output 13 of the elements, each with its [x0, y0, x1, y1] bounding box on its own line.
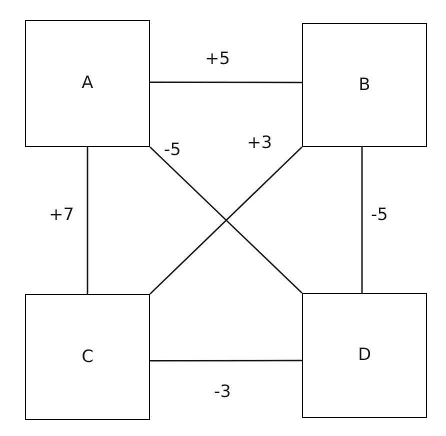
connector-line — [361, 147, 363, 293]
node-label: D — [358, 347, 372, 364]
connector-line — [150, 360, 302, 362]
edge-label: -5 — [163, 142, 182, 159]
connector-line — [86, 147, 88, 294]
node-label: A — [82, 75, 94, 92]
node-label: B — [358, 76, 370, 94]
node-box — [25, 294, 150, 420]
node-box — [25, 20, 150, 147]
node-box — [302, 293, 427, 418]
node-label: C — [82, 348, 94, 366]
connector-line — [150, 81, 302, 84]
node-box — [302, 23, 427, 147]
